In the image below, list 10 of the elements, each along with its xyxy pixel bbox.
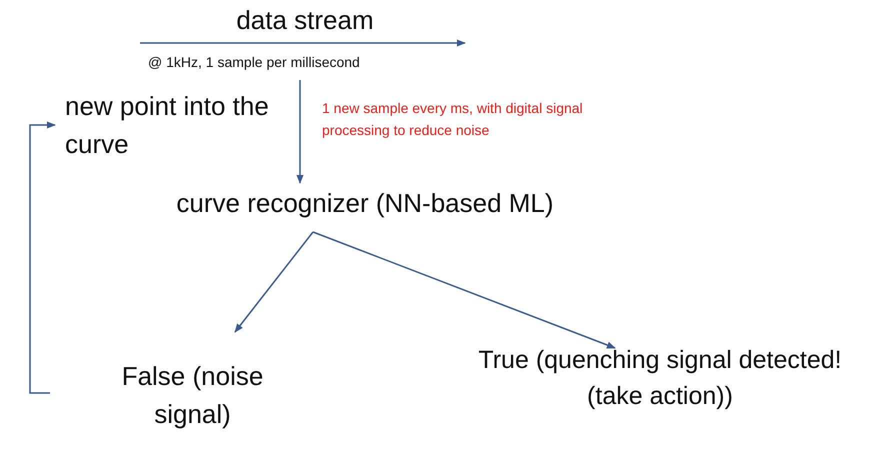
rate-note: @ 1kHz, 1 sample per millisecond [147,54,361,70]
node-text: new point into the curve [65,90,270,161]
arrow [312,231,616,349]
node-text: False (noise signal) [120,360,264,431]
arrow [234,232,314,333]
arrow [296,80,304,184]
node-text: True (quenching signal detected! (take action)) [477,345,843,412]
node-text: curve recognizer (NN-based ML) [175,187,555,220]
arrow [29,121,56,394]
node-text: data stream [235,4,375,37]
